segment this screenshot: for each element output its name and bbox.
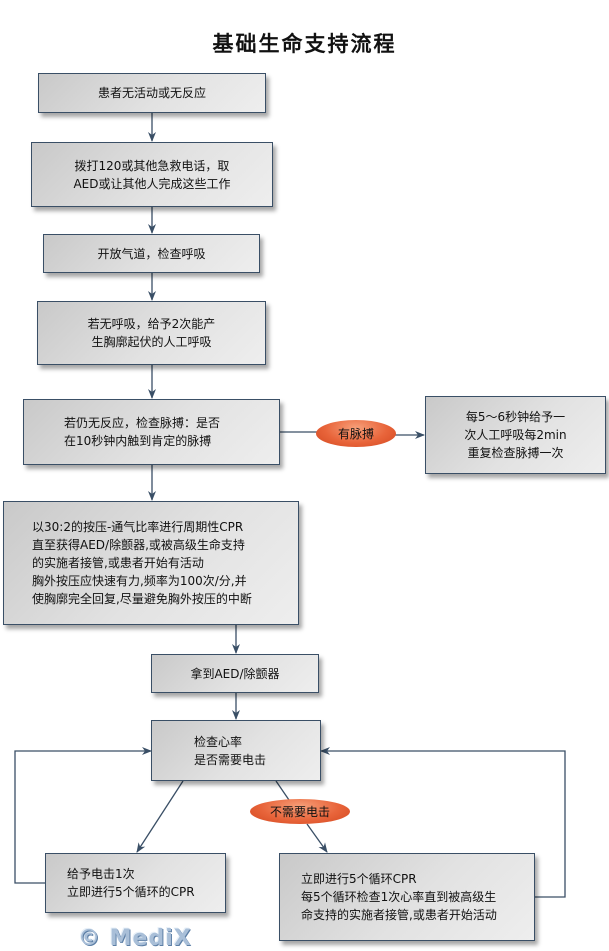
label-text: 不需要电击 xyxy=(269,805,330,819)
step-shock: 给予电击1次 立即进行5个循环的CPR xyxy=(45,853,226,913)
step-cpr-no-shock: 立即进行5个循环CPR 每5个循环检查1次心率直到被高级生 命支持的实施者接管,… xyxy=(279,853,535,941)
step-check-pulse: 若仍无反应，检查脉搏：是否 在10秒钟内触到肯定的脉搏 xyxy=(23,399,280,465)
step-call-emergency: 拨打120或其他急救电话，取 AED或让其他人完成这些工作 xyxy=(31,142,273,207)
arrow-n9-noshock xyxy=(275,780,290,801)
step-cpr-cycles: 以30:2的按压-通气比率进行周期性CPR 直至获得AED/除颤器,或被高级生命… xyxy=(3,501,299,625)
step-open-airway: 开放气道，检查呼吸 xyxy=(43,234,260,273)
step-rescue-breaths: 若无呼吸，给予2次能产 生胸廓起伏的人工呼吸 xyxy=(37,301,266,365)
step-rescue-breathing-only: 每5～6秒钟给予一 次人工呼吸每2min 重复检查脉搏一次 xyxy=(425,396,606,474)
step-no-response: 患者无活动或无反应 xyxy=(38,73,266,113)
watermark-logo: © MediX xyxy=(78,926,192,951)
step-get-aed: 拿到AED/除颤器 xyxy=(151,654,319,693)
arrow-n9-n10 xyxy=(136,780,184,853)
step-text: 立即进行5个循环CPR 每5个循环检查1次心率直到被高级生 命支持的实施者接管,… xyxy=(301,872,497,922)
step-text: 开放气道，检查呼吸 xyxy=(97,246,206,261)
page-title: 基础生命支持流程 xyxy=(212,32,397,56)
step-text: 以30:2的按压-通气比率进行周期性CPR 直至获得AED/除颤器,或被高级生命… xyxy=(32,520,252,606)
step-text: 每5～6秒钟给予一 次人工呼吸每2min 重复检查脉搏一次 xyxy=(464,410,567,460)
loop-n11-n9 xyxy=(320,747,566,898)
arrow-noshock-n11 xyxy=(306,823,328,853)
label-text: 有脉搏 xyxy=(337,427,374,441)
step-text: 检查心率 是否需要电击 xyxy=(194,734,267,767)
step-text: 给予电击1次 立即进行5个循环的CPR xyxy=(67,867,195,899)
step-text: 拨打120或其他急救电话，取 AED或让其他人完成这些工作 xyxy=(73,158,231,191)
loop-n10-n9 xyxy=(14,747,152,884)
step-text: 若无呼吸，给予2次能产 生胸廓起伏的人工呼吸 xyxy=(87,317,216,349)
step-text: 若仍无反应，检查脉搏：是否 在10秒钟内触到肯定的脉搏 xyxy=(64,416,221,448)
label-has-pulse: 有脉搏 xyxy=(316,420,396,447)
step-check-rhythm: 检查心率 是否需要电击 xyxy=(151,720,321,781)
step-text: 拿到AED/除颤器 xyxy=(190,666,280,681)
label-no-shock: 不需要电击 xyxy=(250,799,350,824)
step-text: 患者无活动或无反应 xyxy=(97,86,206,100)
